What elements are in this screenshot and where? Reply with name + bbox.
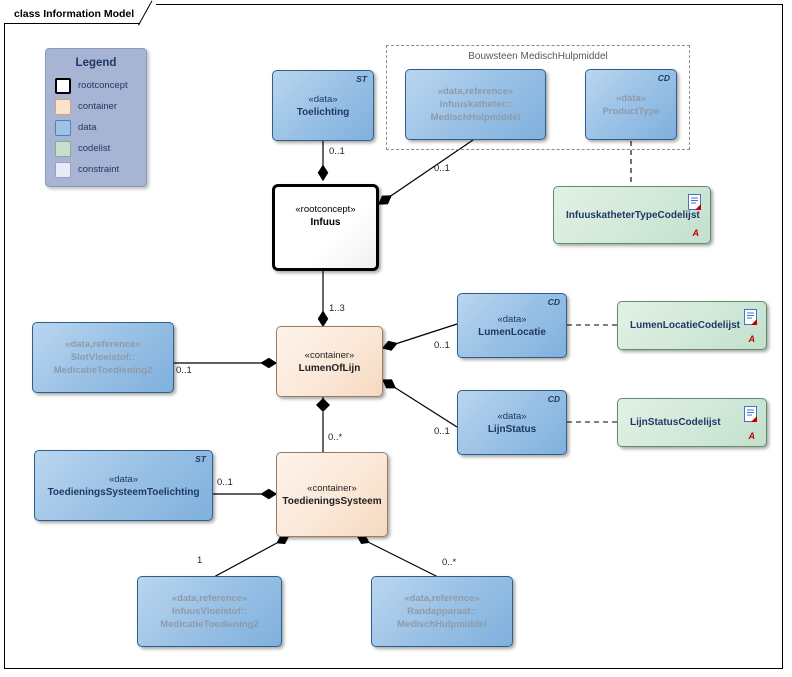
class-infuusvloeistof-name-line1: InfuusVloeistof:: bbox=[172, 606, 247, 617]
class-infuus-name: Infuus bbox=[310, 217, 341, 228]
class-randapparaat-stereotype: «data,reference» bbox=[404, 593, 480, 604]
class-slotvloeistof-name-line2: MedicatieToediening2 bbox=[53, 365, 153, 376]
mult-lumenoflijn-lumenlocatie: 0..1 bbox=[434, 340, 450, 351]
legend-item-rootconcept: rootconcept bbox=[55, 75, 146, 96]
legend-item-data: data bbox=[55, 117, 146, 138]
class-lumenlocatiecodelijst[interactable]: LumenLocatieCodelijst A bbox=[617, 301, 767, 350]
class-toedieningssysteemtoelichting-corner: ST bbox=[195, 454, 206, 464]
package-label: Bouwsteen MedischHulpmiddel bbox=[468, 51, 608, 62]
link-toedieningssysteem-randapparaat bbox=[356, 535, 441, 579]
legend-swatch-data bbox=[55, 119, 71, 136]
class-infuuskatheter-stereotype: «data,reference» bbox=[437, 86, 514, 97]
legend-label-codelist: codelist bbox=[78, 143, 111, 154]
legend-label-data: data bbox=[78, 122, 97, 133]
class-infuuskathetertypecodelijst-name: InfuuskatheterTypeCodelijst bbox=[566, 209, 700, 221]
package-bouwsteen-medischhulpmiddel: Bouwsteen MedischHulpmiddel bbox=[386, 45, 690, 150]
link-toedieningssysteem-infuusvloeistof bbox=[211, 535, 290, 579]
document-icon bbox=[744, 406, 757, 422]
class-infuusvloeistof-stereotype: «data,reference» bbox=[171, 593, 248, 604]
mult-lumenoflijn-toedieningssysteem: 0..* bbox=[328, 432, 343, 443]
mult-toelichting2-toedieningssysteem: 0..1 bbox=[217, 477, 233, 488]
class-slotvloeistof-stereotype: «data,reference» bbox=[65, 339, 141, 350]
class-toelichting[interactable]: ST «data» Toelichting bbox=[272, 70, 374, 141]
class-toedieningssysteem-name: ToedieningsSysteem bbox=[282, 495, 382, 507]
class-infuusvloeistof-name-line2: MedicatieToediening2 bbox=[160, 619, 259, 630]
legend-item-constraint: constraint bbox=[55, 159, 146, 180]
class-toelichting-corner: ST bbox=[356, 74, 367, 84]
legend-title: Legend bbox=[75, 57, 117, 69]
class-producttype-name: ProductType bbox=[602, 105, 660, 117]
class-lijnstatus[interactable]: CD «data» LijnStatus bbox=[457, 390, 567, 455]
legend-swatch-codelist bbox=[55, 140, 71, 157]
class-lijnstatuscodelijst-marker: A bbox=[748, 431, 756, 441]
class-lumenlocatie[interactable]: CD «data» LumenLocatie bbox=[457, 293, 567, 358]
class-lijnstatuscodelijst-name: LijnStatusCodelijst bbox=[630, 417, 721, 428]
class-toedieningssysteemtoelichting[interactable]: ST «data» ToedieningsSysteemToelichting bbox=[34, 450, 213, 521]
class-lumenlocatie-stereotype: «data» bbox=[497, 313, 527, 325]
link-infuuskatheter-infuus bbox=[378, 139, 474, 205]
class-lumenoflijn[interactable]: «container» LumenOfLijn bbox=[276, 326, 383, 397]
legend-label-container: container bbox=[78, 101, 118, 112]
legend-panel: Legend rootconcept container data codeli… bbox=[45, 48, 147, 187]
class-toedieningssysteem[interactable]: «container» ToedieningsSysteem bbox=[276, 452, 388, 537]
class-lumenoflijn-name: LumenOfLijn bbox=[298, 362, 361, 374]
class-randapparaat-medischhulpmiddel[interactable]: «data,reference» Randapparaat:: MedischH… bbox=[371, 576, 513, 647]
class-lumenoflijn-stereotype: «container» bbox=[304, 349, 355, 361]
class-lijnstatuscodelijst[interactable]: LijnStatusCodelijst A bbox=[617, 398, 767, 447]
class-infuuskathetertypecodelijst-marker: A bbox=[692, 228, 700, 238]
legend-label-rootconcept: rootconcept bbox=[78, 80, 128, 91]
mult-slotvloeistof-lumenoflijn: 0..1 bbox=[176, 365, 192, 376]
mult-infuus-lumenoflijn: 1..3 bbox=[329, 303, 345, 314]
legend-label-constraint: constraint bbox=[78, 164, 120, 175]
mult-lumenoflijn-lijnstatus: 0..1 bbox=[434, 426, 450, 437]
tab-slant-decoration bbox=[140, 4, 157, 24]
class-randapparaat-name-line2: MedischHulpmiddel bbox=[397, 619, 487, 630]
class-toedieningssysteemtoelichting-stereotype: «data» bbox=[108, 473, 139, 485]
document-icon bbox=[744, 309, 757, 325]
link-lumenoflijn-lumenlocatie bbox=[381, 323, 458, 351]
class-producttype-corner: CD bbox=[657, 73, 670, 83]
legend-swatch-rootconcept bbox=[55, 77, 71, 94]
class-infuus-stereotype: «rootconcept» bbox=[295, 204, 356, 215]
mult-toedieningssysteem-randapparaat: 0..* bbox=[442, 557, 457, 568]
class-producttype[interactable]: CD «data» ProductType bbox=[585, 69, 677, 140]
class-lijnstatus-stereotype: «data» bbox=[497, 410, 527, 422]
class-toedieningssysteem-stereotype: «container» bbox=[307, 482, 357, 494]
class-infuus[interactable]: «rootconcept» Infuus bbox=[272, 184, 379, 271]
class-slotvloeistof-medicatietoediening2[interactable]: «data,reference» SlotVloeistof:: Medicat… bbox=[32, 322, 174, 393]
mult-infuuskatheter-infuus: 0..1 bbox=[434, 163, 450, 174]
class-infuuskathetertypecodelijst[interactable]: InfuuskatheterTypeCodelijst A bbox=[553, 186, 711, 244]
class-toelichting-stereotype: «data» bbox=[308, 93, 338, 105]
legend-item-container: container bbox=[55, 96, 146, 117]
link-lumenoflijn-toedieningssysteem-diamond bbox=[316, 398, 330, 412]
mult-toedieningssysteem-infuusvloeistof: 1 bbox=[197, 555, 203, 566]
diagram-title-tab: class Information Model bbox=[4, 4, 157, 24]
class-lumenlocatie-name: LumenLocatie bbox=[478, 326, 546, 338]
legend-item-codelist: codelist bbox=[55, 138, 146, 159]
diagram-title: class Information Model bbox=[14, 7, 135, 20]
class-lumenlocatiecodelijst-marker: A bbox=[748, 334, 756, 344]
mult-toelichting-infuus: 0..1 bbox=[329, 146, 345, 157]
legend-swatch-container bbox=[55, 98, 71, 115]
link-lumenoflijn-lijnstatus bbox=[381, 379, 458, 428]
class-lumenlocatiecodelijst-name: LumenLocatieCodelijst bbox=[630, 320, 741, 331]
class-randapparaat-name-line1: Randapparaat:: bbox=[407, 606, 477, 617]
class-infuuskatheter-medischhulpmiddel[interactable]: «data,reference» Infuuskatheter:: Medisc… bbox=[405, 69, 546, 140]
class-infuusvloeistof-medicatietoediening2[interactable]: «data,reference» InfuusVloeistof:: Medic… bbox=[137, 576, 282, 647]
legend-swatch-constraint bbox=[55, 161, 71, 178]
class-lijnstatus-name: LijnStatus bbox=[487, 423, 537, 435]
class-slotvloeistof-name-line1: SlotVloeistof:: bbox=[70, 352, 136, 363]
class-infuuskatheter-name-line1: Infuuskatheter:: bbox=[439, 99, 512, 110]
class-infuuskatheter-name-line2: MedischHulpmiddel bbox=[430, 112, 521, 123]
class-lumenlocatie-corner: CD bbox=[547, 297, 560, 307]
class-lijnstatus-corner: CD bbox=[547, 394, 560, 404]
class-toelichting-name: Toelichting bbox=[296, 106, 350, 118]
document-icon bbox=[688, 194, 701, 210]
class-toedieningssysteemtoelichting-name: ToedieningsSysteemToelichting bbox=[47, 486, 200, 498]
class-producttype-stereotype: «data» bbox=[615, 92, 647, 104]
